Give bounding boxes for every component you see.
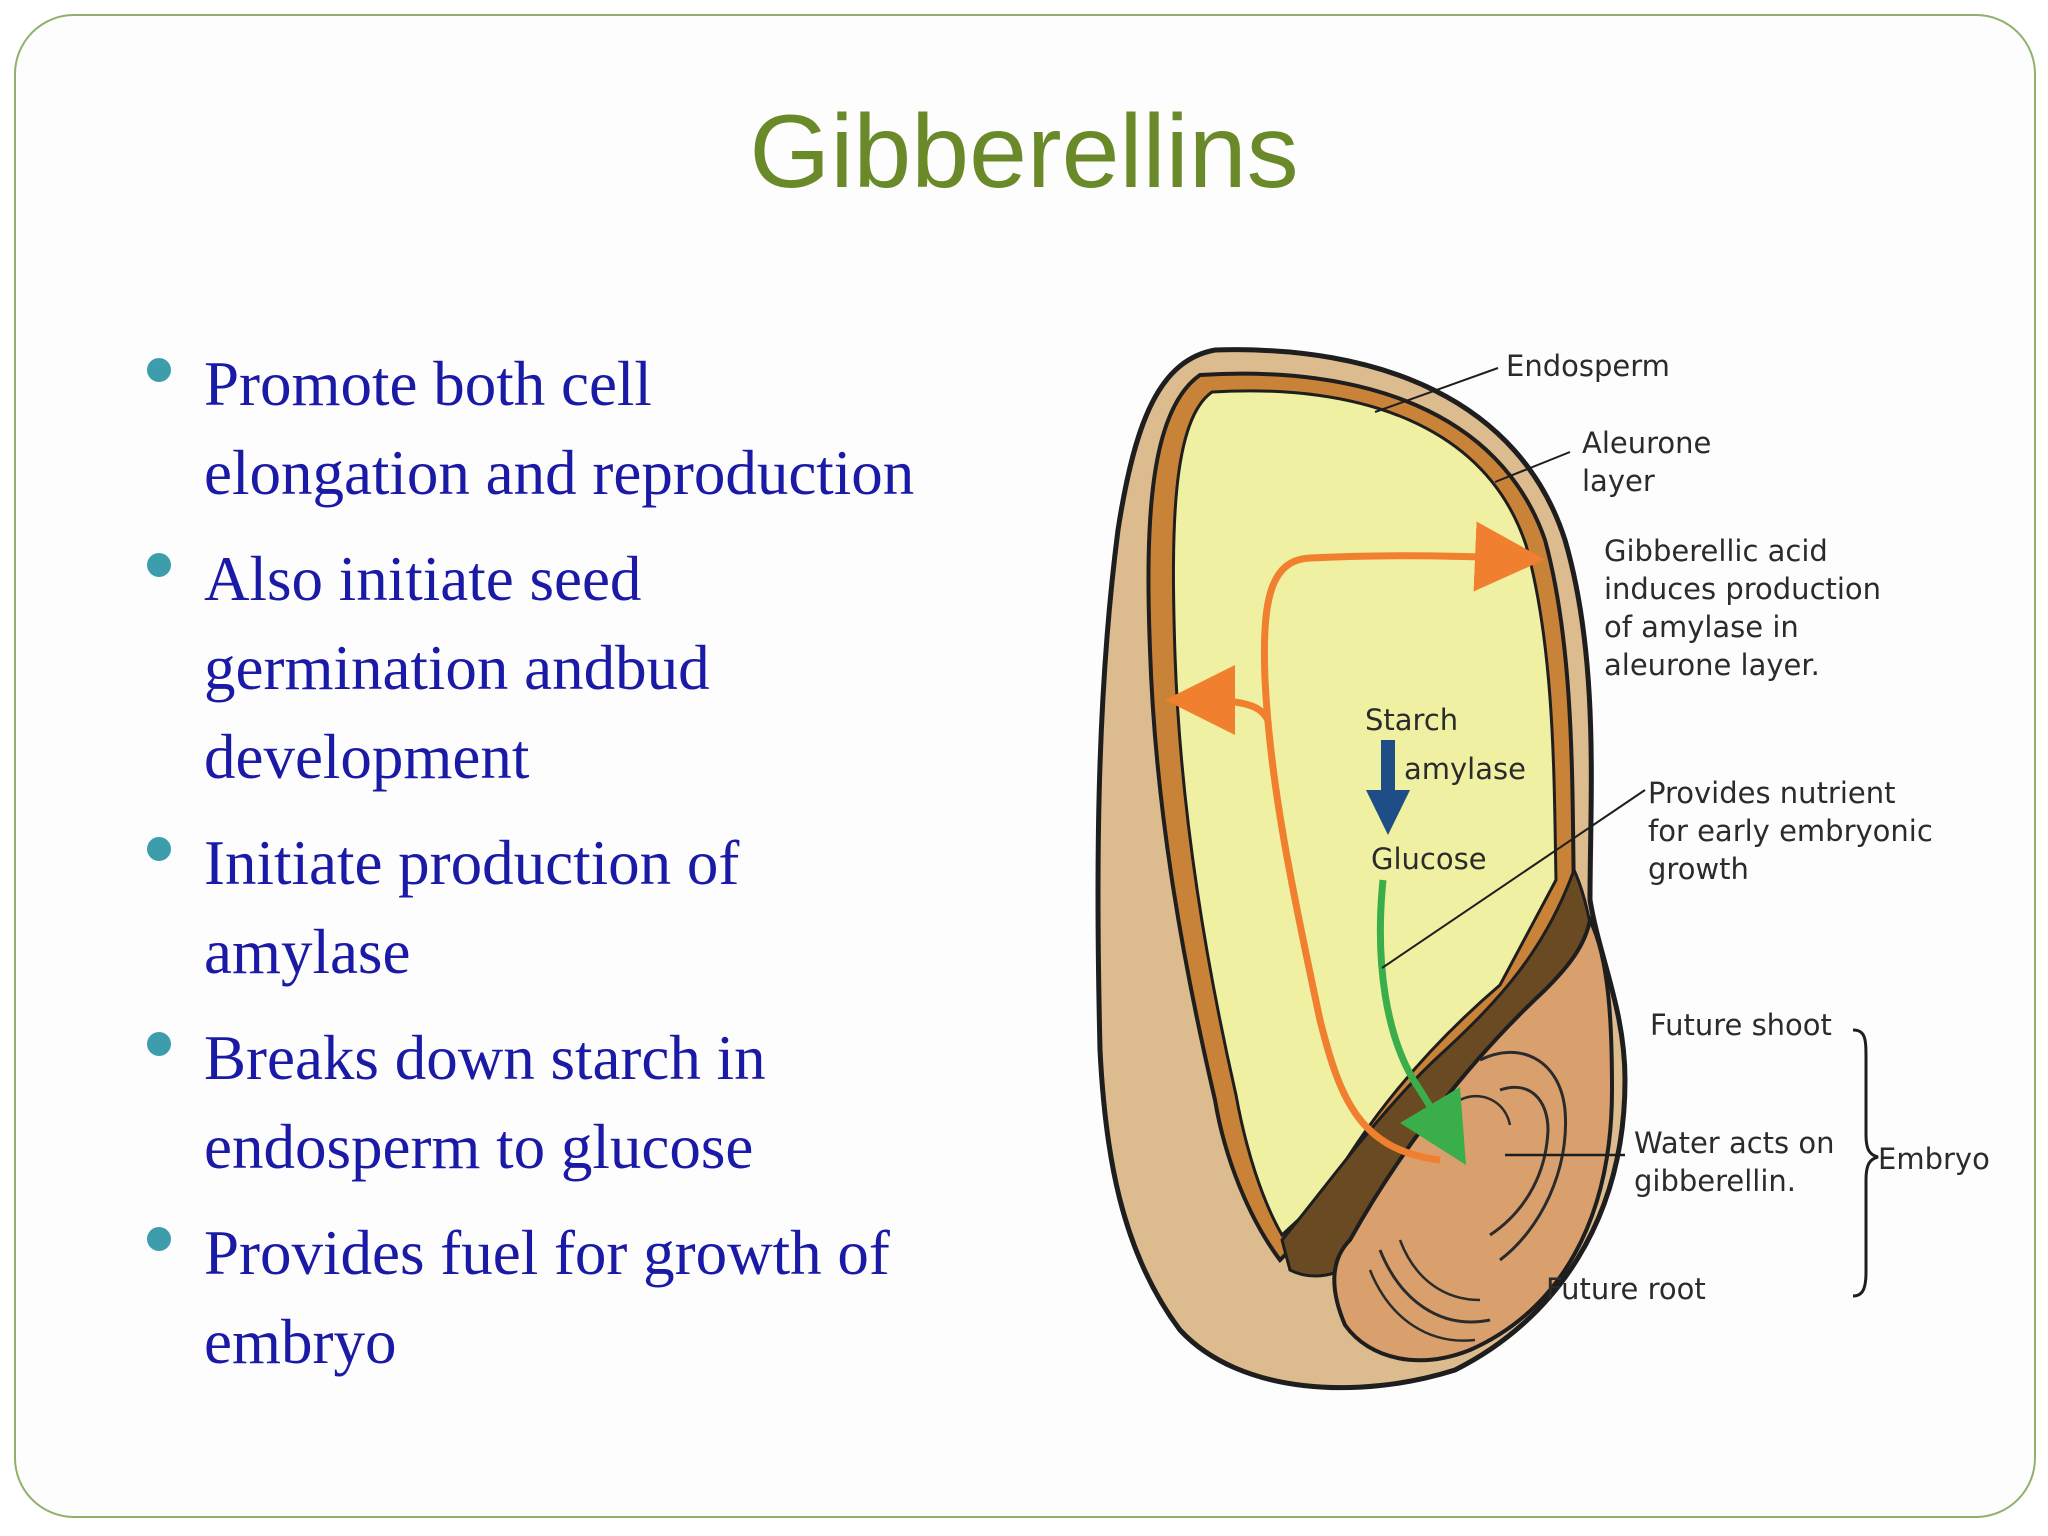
embryo-texture (1479, 1050, 1568, 1262)
label-ga-line1: Gibberellic acid (1604, 534, 1828, 568)
label-nutrient-line2: for early embryonic (1648, 814, 1933, 848)
bullet-line: Breaks down starch in (204, 1023, 766, 1093)
bullet-line: amylase (204, 917, 411, 987)
leader-line-aleurone (1494, 451, 1571, 483)
embryo-texture (1398, 1239, 1481, 1302)
label-water-line2: gibberellin. (1634, 1164, 1796, 1198)
bullet-list: Promote both cell elongation and reprodu… (140, 340, 1020, 1404)
bullet-line: endosperm to glucose (204, 1112, 754, 1182)
label-nutrient-line3: growth (1648, 852, 1749, 886)
slide-title: Gibberellins (749, 94, 1299, 210)
leader-line-nutrient (1381, 789, 1646, 969)
bullet-line: Also initiate seed (204, 544, 642, 614)
bullet-line: elongation and reproduction (204, 438, 915, 508)
bullet-line: Promote both cell (204, 349, 652, 419)
label-glucose: Glucose (1371, 842, 1487, 876)
bullet-dot-icon (147, 837, 171, 861)
orange-arrow-to-aleurone-left (1165, 665, 1272, 736)
bullet-item: Also initiate seed germination andbud de… (140, 535, 1020, 802)
label-ga-line4: aleurone layer. (1604, 648, 1820, 682)
bullet-item: Breaks down starch in endosperm to gluco… (140, 1014, 1020, 1192)
bullet-line: embryo (204, 1307, 397, 1377)
bullet-dot-icon (147, 1227, 171, 1251)
orange-arrow-to-aleurone-right (1260, 521, 1545, 1164)
bullet-dot-icon (147, 1032, 171, 1056)
label-starch: Starch (1365, 703, 1458, 737)
bullet-dot-icon (147, 553, 171, 577)
embryo-texture (1378, 1249, 1491, 1324)
label-amylase: amylase (1404, 752, 1526, 786)
label-future-shoot: Future shoot (1650, 1008, 1832, 1042)
label-aleurone-line2: layer (1582, 464, 1655, 498)
bullet-item: Provides fuel for growth of embryo (140, 1209, 1020, 1387)
slide-frame (14, 14, 2036, 1518)
label-aleurone-line1: Aleurone (1582, 426, 1711, 460)
bullet-line: germination andbud (204, 633, 710, 703)
label-water-line1: Water acts on (1634, 1126, 1834, 1160)
blue-arrow-head (1366, 790, 1410, 835)
embryo-brace (1852, 1028, 1879, 1298)
bullet-item: Promote both cell elongation and reprodu… (140, 340, 1020, 518)
label-endosperm: Endosperm (1506, 349, 1670, 383)
bullet-line: Initiate production of (204, 828, 740, 898)
bullet-line: Provides fuel for growth of (204, 1218, 890, 1288)
embryo-texture (1489, 1085, 1550, 1237)
label-nutrient-line1: Provides nutrient (1648, 776, 1896, 810)
label-embryo: Embryo (1878, 1142, 1990, 1176)
bullet-line: development (204, 722, 530, 792)
bullet-dot-icon (147, 358, 171, 382)
label-ga-line3: of amylase in (1604, 610, 1799, 644)
blue-arrow-shaft (1381, 740, 1395, 790)
leader-line-endosperm (1374, 367, 1499, 413)
green-arrow-to-embryo (1376, 879, 1467, 1166)
embryo-texture (1368, 1269, 1476, 1342)
label-future-root: Future root (1546, 1272, 1706, 1306)
bullet-item: Initiate production of amylase (140, 819, 1020, 997)
label-ga-line2: induces production (1604, 572, 1881, 606)
